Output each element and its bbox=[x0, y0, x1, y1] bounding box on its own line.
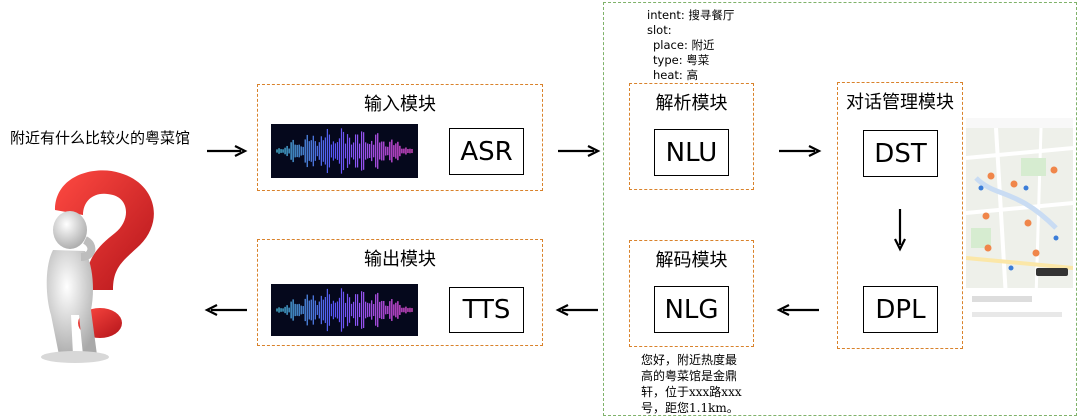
nlg-output-line: 号，距您1.1km。 bbox=[641, 401, 739, 415]
arrow-output-to-user bbox=[204, 304, 247, 316]
nlg-output-text: 您好，附近热度最 高的粤菜馆是金鼎 轩，位于xxx路xxx 号，距您1.1km。 bbox=[641, 352, 742, 416]
arrow-query-to-input bbox=[207, 145, 248, 157]
dpl-box: DPL bbox=[863, 286, 938, 333]
arrow-input-to-parse bbox=[558, 145, 601, 157]
arrow-dialog-to-decode bbox=[776, 304, 819, 316]
nlu-output-line: type: 粤菜 bbox=[653, 53, 710, 67]
nlg-output-line: 高的粤菜馆是金鼎 bbox=[641, 369, 738, 383]
nlg-output-line: 您好，附近热度最 bbox=[641, 353, 738, 367]
output-sound-wave-image bbox=[271, 284, 418, 336]
map-screenshot-image bbox=[966, 118, 1073, 330]
query-text: 附近有什么比较火的粤菜馆 bbox=[10, 129, 191, 147]
nlg-box: NLG bbox=[654, 286, 729, 333]
asr-box: ASR bbox=[449, 128, 524, 175]
arrow-decode-to-output bbox=[555, 304, 598, 316]
decode-module-box: 解码模块 bbox=[629, 240, 754, 347]
dst-box: DST bbox=[863, 130, 938, 177]
nlu-output-text: intent: 搜寻餐厅 slot: place: 附近 type: 粤菜 he… bbox=[647, 8, 734, 83]
arrow-parse-to-dialog bbox=[779, 145, 822, 157]
nlu-output-line: slot: bbox=[647, 23, 672, 37]
nlu-output-line: intent: 搜寻餐厅 bbox=[647, 8, 735, 22]
input-module-title: 输入模块 bbox=[364, 94, 436, 115]
dialog-management-module-title: 对话管理模块 bbox=[846, 92, 954, 113]
nlu-output-line: heat: 高 bbox=[653, 68, 698, 82]
output-module-title: 输出模块 bbox=[364, 249, 436, 270]
nlu-output-line: place: 附近 bbox=[653, 38, 715, 52]
nlu-box: NLU bbox=[654, 129, 729, 176]
arrow-dst-to-dpl bbox=[894, 209, 906, 252]
output-module-box: 输出模块 bbox=[257, 239, 543, 346]
decode-module-title: 解码模块 bbox=[655, 250, 728, 271]
dialog-management-module-box: 对话管理模块 bbox=[837, 82, 963, 349]
parse-module-box: 解析模块 bbox=[629, 83, 754, 190]
question-mark-figure-illustration bbox=[41, 170, 154, 363]
nlg-output-line: 轩，位于xxx路xxx bbox=[641, 385, 742, 399]
parse-module-title: 解析模块 bbox=[655, 93, 728, 114]
input-module-box: 输入模块 bbox=[257, 84, 543, 191]
dialog-system-boundary bbox=[603, 2, 1077, 416]
tts-box: TTS bbox=[449, 287, 524, 333]
input-sound-wave-image bbox=[271, 124, 418, 178]
